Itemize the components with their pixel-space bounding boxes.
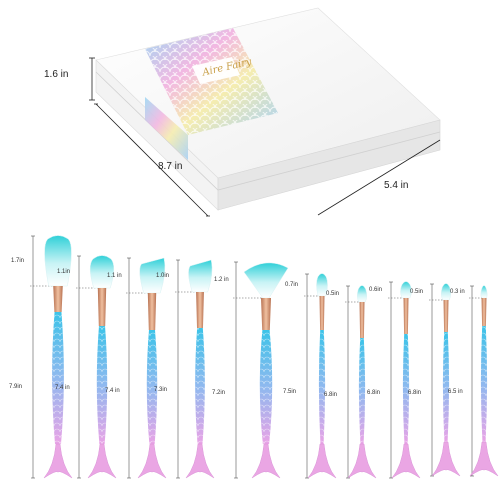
brush-handle-length-label: 6.8in: [408, 390, 422, 396]
box-height-label: 1.6 in: [44, 69, 69, 80]
brush-head-length-label: 0.5in: [326, 291, 340, 297]
ferrule: [443, 300, 449, 332]
bristle-head: [357, 285, 367, 303]
brush-head-length-label: 0.7in: [285, 282, 299, 288]
mermaid-tail: [43, 443, 73, 479]
ferrule: [359, 302, 365, 338]
makeup-brush-5: [243, 262, 289, 479]
mermaid-tail: [469, 441, 499, 477]
bristle-head: [139, 257, 166, 294]
mermaid-tail: [87, 443, 117, 479]
bristle-head: [44, 235, 72, 287]
brush-head-length-label: 0.5in: [410, 289, 424, 295]
brush-head-length-label: 0.3 in: [450, 289, 465, 295]
brush-head-length-label: 1.0in: [156, 273, 170, 279]
box-side-face: [217, 119, 441, 211]
brush-handle-length-label: 7.4 in: [55, 385, 70, 391]
brush-handle-length-label: 7.9in: [9, 384, 23, 390]
brand-label-panel: [192, 57, 240, 84]
brush-handle-length-label: 7.5in: [283, 389, 297, 395]
makeup-brush-3: [137, 257, 167, 479]
brush-handle-length-label: 7.3in: [154, 387, 168, 393]
makeup-brush-4: [185, 259, 215, 479]
brush-head-length-label: 1.7in: [11, 258, 25, 264]
bristle-head: [480, 285, 488, 299]
ferrule: [196, 292, 204, 328]
brush-handle-length-label: 6.5 in: [448, 389, 463, 395]
mermaid-tail: [137, 443, 167, 479]
ferrule: [147, 293, 157, 330]
ferrule: [97, 288, 107, 326]
bristle-head: [188, 259, 213, 293]
bristle-head: [316, 273, 328, 297]
mermaid-tail: [391, 443, 421, 479]
brush-head-length-label: 1.1 in: [107, 272, 122, 279]
makeup-brush-6: [307, 273, 337, 479]
brush-handle-length-label: 7.4 in: [105, 387, 120, 394]
brush-handle-length-label: 6.8in: [324, 392, 338, 398]
makeup-brush-8: [391, 281, 421, 479]
brush-dimension-lines: [30, 235, 484, 479]
bristle-head: [400, 281, 412, 299]
makeup-brush-2: [87, 255, 117, 479]
brush-set: [43, 235, 499, 479]
mermaid-tail: [347, 443, 377, 479]
ferrule: [261, 298, 271, 330]
box-dimension-lines: [89, 57, 441, 217]
bristle-head: [243, 262, 289, 299]
box-length-label: 8.7 in: [158, 161, 183, 172]
brush-head-length-label: 1.2 in: [214, 277, 229, 283]
gift-box: [95, 7, 441, 211]
brush-head-length-label: 1.1in: [57, 269, 71, 275]
makeup-brush-1: [43, 235, 73, 479]
brush-head-length-label: 0.6in: [369, 287, 383, 293]
brush-handle-length-label: 6.8in: [367, 390, 381, 396]
ferrule: [481, 298, 487, 326]
mermaid-tail: [431, 441, 461, 477]
mermaid-tail: [251, 443, 281, 479]
bristle-head: [441, 283, 451, 301]
ferrule: [403, 298, 409, 334]
brush-handle-length-label: 7.2in: [212, 390, 226, 396]
makeup-brush-7: [347, 285, 377, 479]
makeup-brush-10: [469, 285, 499, 477]
mermaid-tail: [185, 443, 215, 479]
bristle-head: [89, 255, 115, 289]
ferrule: [319, 296, 325, 330]
mermaid-tail: [307, 443, 337, 479]
box-width-label: 5.4 in: [384, 180, 409, 191]
makeup-brush-9: [431, 283, 461, 477]
ferrule: [53, 286, 63, 312]
